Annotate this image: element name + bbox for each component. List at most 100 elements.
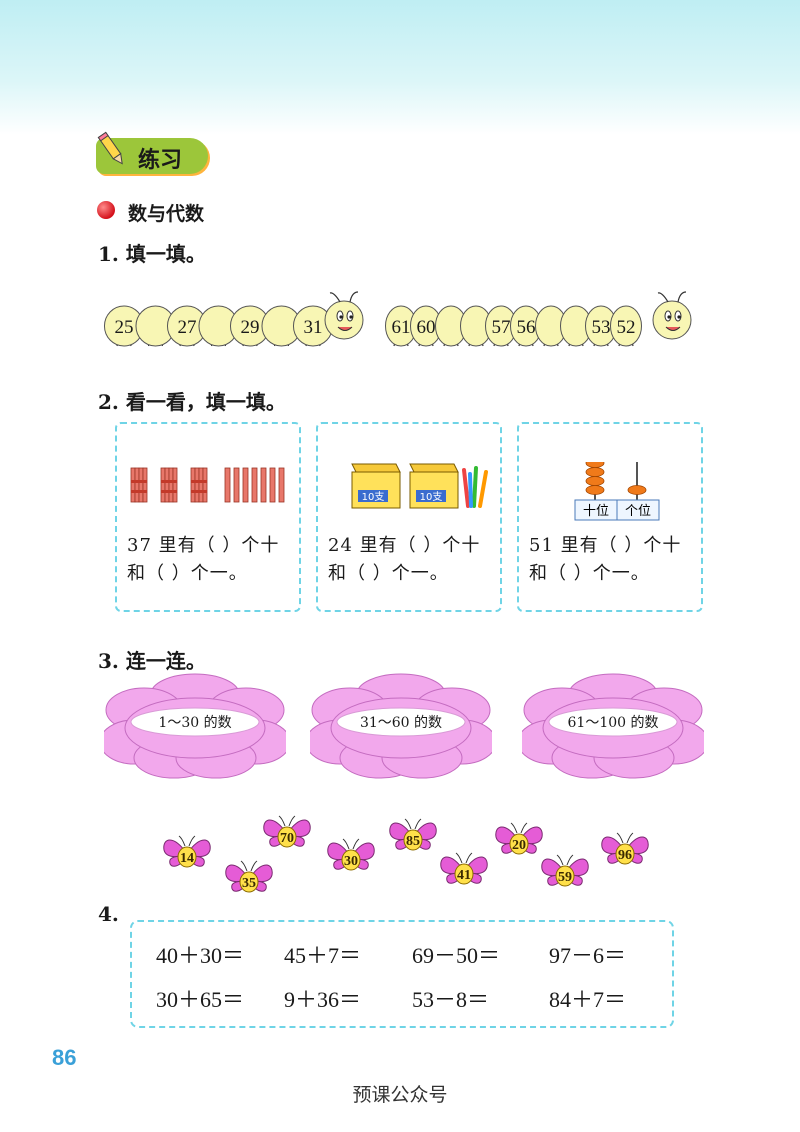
pencil-icon <box>97 131 123 165</box>
number-butterfly[interactable]: 14 <box>160 832 214 874</box>
calculation-card: 40＋30＝ 45＋7＝ 69－50＝ 97－6＝ 30＋65＝ 9＋36＝ 5… <box>130 920 674 1028</box>
caterpillar-head <box>324 300 364 340</box>
section-title: 数与代数 <box>128 203 205 225</box>
caterpillar-antenna <box>329 292 341 303</box>
practice-label: 练习 <box>138 148 183 173</box>
number-butterfly[interactable]: 30 <box>324 835 378 877</box>
equation: 97－6＝ <box>549 943 627 968</box>
card-abacus-caption: 51 里有（ ）个十和（ ）个一。 <box>529 535 682 584</box>
equation: 40＋30＝ <box>156 943 245 968</box>
stick-bundles-image <box>130 467 285 503</box>
butterfly-body <box>615 843 635 865</box>
caterpillar-pupil <box>339 315 343 319</box>
caterpillar-number: 57 <box>492 317 511 338</box>
butterfly-body <box>277 826 297 848</box>
caterpillar-left: 25 27 29 31 <box>103 291 364 347</box>
number-butterfly[interactable]: 96 <box>598 829 652 871</box>
caterpillar-number: 31 <box>304 317 323 338</box>
card-pencil-boxes: 10支 10支 24 里有（ ）个十和（ ）个一。 <box>316 422 502 612</box>
caterpillar-antenna <box>677 291 687 303</box>
abacus-image: 十位 个位 <box>574 462 660 521</box>
watermark-text: 预课公众号 <box>352 1084 448 1106</box>
butterfly-antenna <box>240 860 258 872</box>
cloud-label-bg <box>548 707 678 737</box>
cloud-label: 61～100 的数 <box>568 715 659 731</box>
caterpillar-antenna <box>657 292 669 303</box>
cloud-label-bg <box>130 707 260 737</box>
caterpillar-number: 52 <box>617 317 636 338</box>
caterpillar-pupil <box>667 315 671 319</box>
caterpillar-segment <box>610 305 642 347</box>
caterpillar-number: 61 <box>392 317 411 338</box>
caterpillar-pupil <box>349 315 353 319</box>
butterfly-antenna <box>178 835 196 847</box>
butterfly-number: 35 <box>242 876 256 891</box>
equation: 9＋36＝ <box>284 987 362 1012</box>
butterfly-number: 85 <box>406 834 420 849</box>
box-label-1: 10支 <box>362 491 385 503</box>
number-butterfly[interactable]: 85 <box>386 815 440 857</box>
butterfly-body <box>454 863 474 885</box>
cloud-label-bg <box>336 707 466 737</box>
number-butterfly[interactable]: 59 <box>538 851 592 893</box>
equation: 69－50＝ <box>412 943 501 968</box>
caterpillar-number: 29 <box>241 317 260 338</box>
number-butterfly[interactable]: 41 <box>437 849 491 891</box>
question-1-title: 1. 填一填。 <box>98 242 206 266</box>
range-cloud[interactable]: 61～100 的数 <box>522 672 704 780</box>
question-3-title: 3. 连一连。 <box>98 649 206 673</box>
page-number: 86 <box>52 1045 77 1070</box>
practice-tag: 练习 <box>96 131 208 174</box>
card-pencil-boxes-caption: 24 里有（ ）个十和（ ）个一。 <box>328 535 481 584</box>
butterfly-antenna <box>556 854 574 866</box>
butterfly-number: 70 <box>280 831 294 846</box>
caterpillar-number: 25 <box>115 317 134 338</box>
cloud-label: 1～30 的数 <box>158 715 231 731</box>
butterfly-number: 59 <box>558 870 572 885</box>
butterfly-antenna <box>404 818 422 830</box>
butterfly-number: 41 <box>457 868 471 883</box>
equation: 30＋65＝ <box>156 987 245 1012</box>
card-sticks: 37 里有（ ）个十和（ ）个一。 <box>115 422 301 612</box>
caterpillar-pupil <box>677 315 681 319</box>
cloud-label: 31～60 的数 <box>360 715 442 731</box>
butterfly-body <box>555 865 575 887</box>
butterfly-antenna <box>455 852 473 864</box>
card-abacus: 十位 个位 51 里有（ ）个十和（ ）个一。 <box>517 422 703 612</box>
number-butterfly[interactable]: 70 <box>260 812 314 854</box>
caterpillar-number: 56 <box>517 317 536 338</box>
caterpillar-number: 53 <box>592 317 611 338</box>
butterfly-number: 20 <box>512 838 526 853</box>
butterfly-number: 30 <box>344 854 358 869</box>
butterfly-number: 14 <box>180 851 194 866</box>
card-sticks-caption: 37 里有（ ）个十和（ ）个一。 <box>127 535 280 584</box>
butterfly-body <box>177 846 197 868</box>
equation: 53－8＝ <box>412 987 490 1012</box>
butterfly-antenna <box>342 838 360 850</box>
butterfly-body <box>403 829 423 851</box>
caterpillar-mouth <box>665 326 681 331</box>
caterpillar-head <box>652 300 692 340</box>
butterfly-body <box>509 833 529 855</box>
butterfly-antenna <box>510 822 528 834</box>
butterfly-body <box>239 871 259 893</box>
number-butterfly[interactable]: 35 <box>222 857 276 899</box>
section-bullet-icon <box>97 201 115 219</box>
box-label-2: 10支 <box>420 491 443 503</box>
tens-label: 十位 <box>583 504 609 519</box>
header-band <box>0 0 800 135</box>
butterfly-body <box>341 849 361 871</box>
range-cloud[interactable]: 31～60 的数 <box>310 672 492 780</box>
range-cloud[interactable]: 1～30 的数 <box>104 672 286 780</box>
question-4-title: 4. <box>98 902 119 926</box>
caterpillar-mouth <box>337 326 353 331</box>
calculation-grid: 40＋30＝ 45＋7＝ 69－50＝ 97－6＝ 30＋65＝ 9＋36＝ 5… <box>156 938 666 1014</box>
question-2-title: 2. 看一看，填一填。 <box>98 390 286 414</box>
caterpillar-antenna <box>349 291 359 303</box>
caterpillar-number: 27 <box>178 317 197 338</box>
butterfly-antenna <box>616 832 634 844</box>
number-butterfly[interactable]: 20 <box>492 819 546 861</box>
ones-label: 个位 <box>625 504 651 519</box>
butterfly-antenna <box>278 815 296 827</box>
